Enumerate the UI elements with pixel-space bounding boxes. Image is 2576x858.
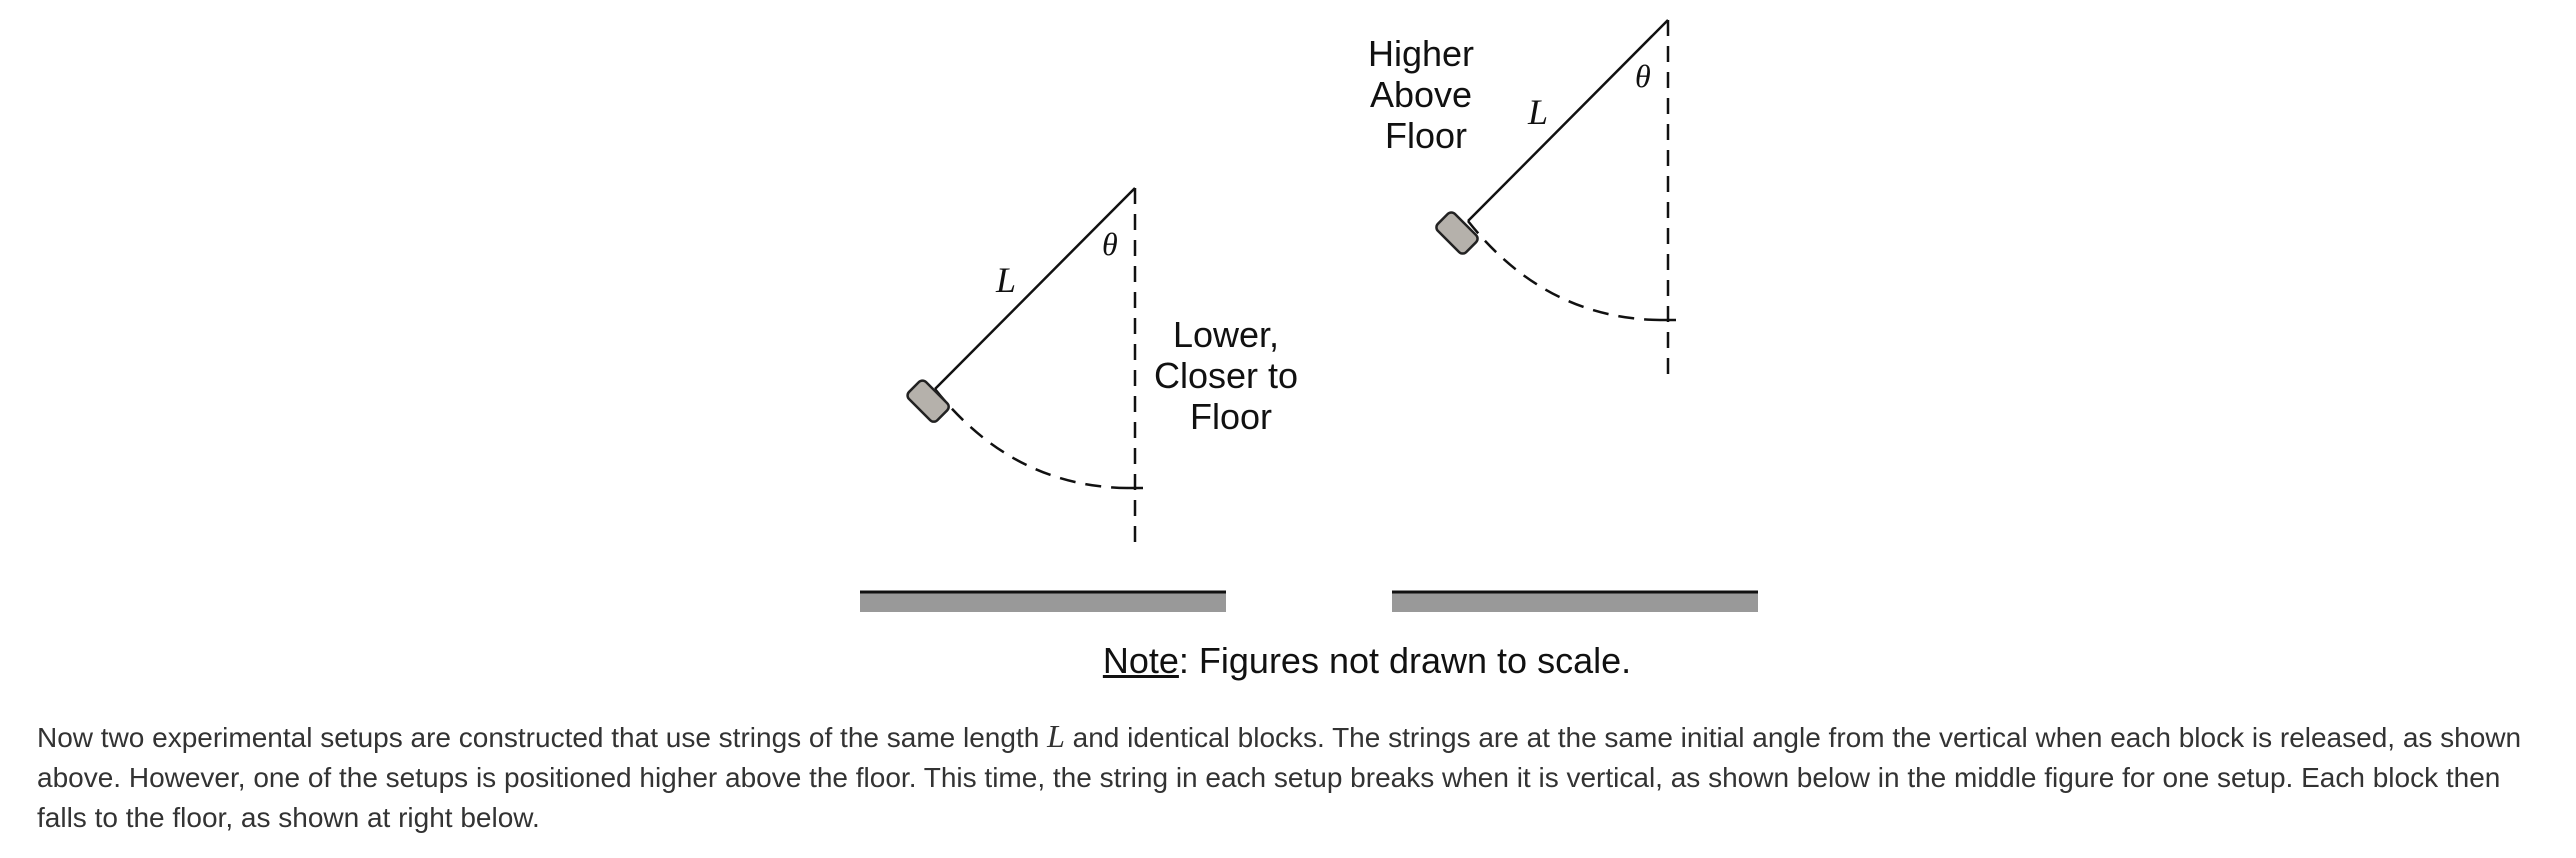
setup-high-block xyxy=(1435,211,1479,255)
setup-high-caption-line-1: Higher xyxy=(1368,33,1474,74)
pendulum-setups-figure: L θ Lower, Closer to Floor L θ Higher Ab… xyxy=(860,19,1758,612)
setup-low-string xyxy=(934,187,1136,390)
setup-low-caption-line-2: Closer to xyxy=(1154,355,1298,396)
setup-high-floor xyxy=(1392,592,1758,612)
description-paragraph: Now two experimental setups are construc… xyxy=(37,716,2557,838)
setup-low-angle-label: θ xyxy=(1102,226,1118,262)
setup-high: L θ Higher Above Floor xyxy=(1368,19,1758,612)
setup-high-caption: Higher Above Floor xyxy=(1368,33,1484,156)
setup-low: L θ Lower, Closer to Floor xyxy=(860,187,1308,612)
setup-low-block xyxy=(906,379,950,423)
paragraph-after: and identical blocks. The strings are at… xyxy=(37,722,2522,833)
setup-low-length-label: L xyxy=(995,260,1016,300)
setup-high-caption-line-2: Above xyxy=(1370,74,1472,115)
paragraph-before: Now two experimental setups are construc… xyxy=(37,722,1048,753)
setup-high-length-label: L xyxy=(1527,92,1548,132)
setup-high-angle-label: θ xyxy=(1635,58,1651,94)
setup-high-string xyxy=(1467,19,1669,222)
paragraph-variable: L xyxy=(1047,718,1065,754)
setup-low-caption-line-1: Lower, xyxy=(1173,314,1279,355)
setup-high-caption-line-3: Floor xyxy=(1385,115,1467,156)
figure-note: Note: Figures not drawn to scale. xyxy=(0,640,2576,682)
note-key: Note xyxy=(1102,640,1179,681)
setup-high-swing-arc xyxy=(1467,220,1669,322)
setup-low-swing-arc xyxy=(934,388,1136,490)
setup-low-floor xyxy=(860,592,1226,612)
setup-low-caption: Lower, Closer to Floor xyxy=(1154,314,1308,437)
setup-low-caption-line-3: Floor xyxy=(1190,396,1272,437)
note-text: : Figures not drawn to scale. xyxy=(1178,640,1632,681)
